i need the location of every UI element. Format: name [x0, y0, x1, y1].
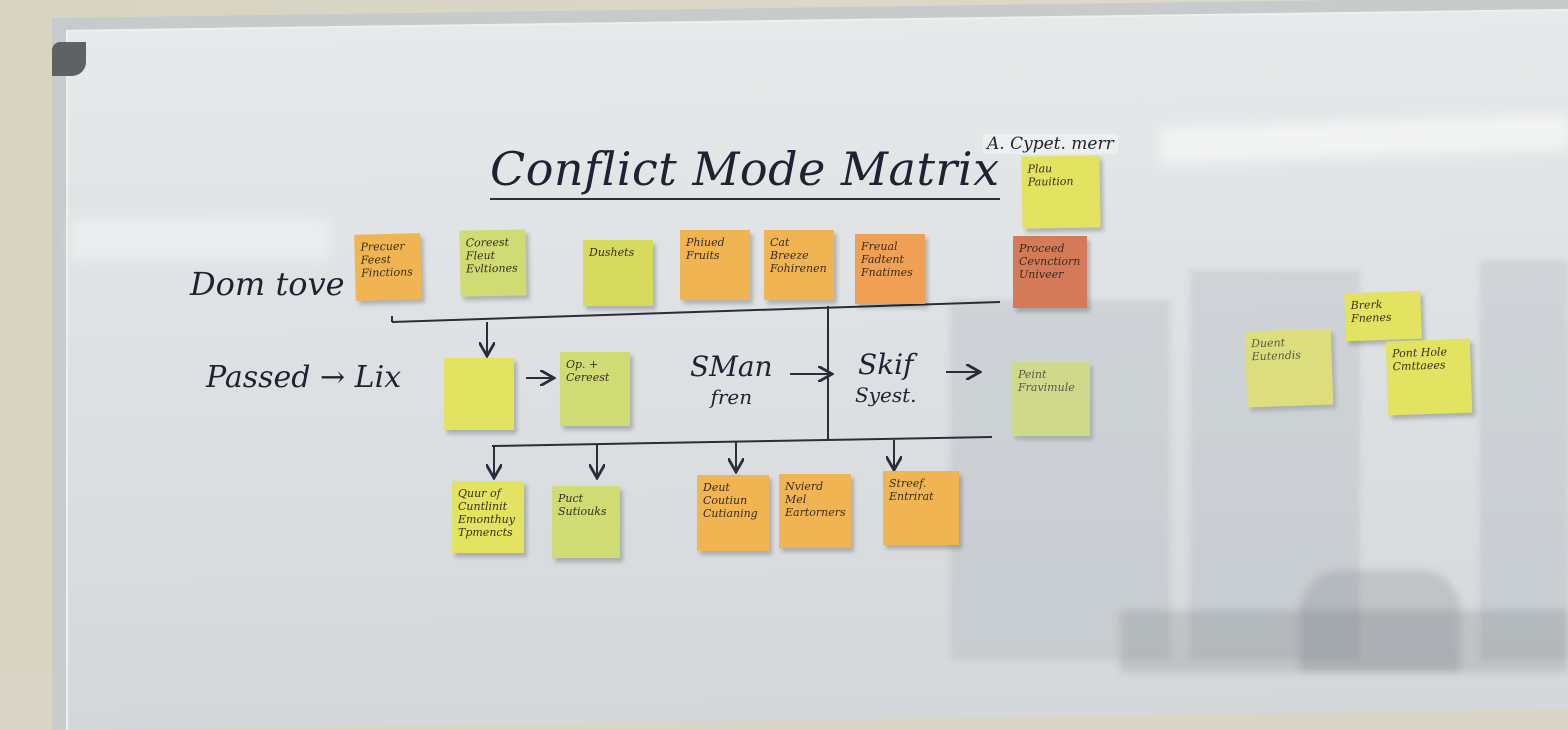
sticky-note: Coreest Fleut Evltiones: [459, 229, 527, 297]
marker-lines: [391, 301, 1001, 672]
sticky-note: Brerk Fnenes: [1344, 290, 1422, 342]
window-glare-left: [70, 220, 330, 260]
sticky-note: Freual Fadtent Fnatimes: [855, 234, 925, 304]
board-corner-bracket: [52, 42, 86, 76]
middle-text-skif: Skif Syest.: [855, 348, 917, 408]
sticky-note: Proceed Cevnctiorn Univeer: [1013, 236, 1087, 308]
row-label-middle: Passed → Lix: [206, 360, 402, 395]
sticky-note: Duent Eutendis: [1244, 328, 1334, 408]
sticky-note: Plau Pauition: [1021, 155, 1101, 229]
sticky-note: Peint Fravimule: [1012, 362, 1090, 436]
row-label-top: Dom tove -: [190, 265, 366, 303]
sticky-note: Puct Sutiouks: [552, 486, 620, 558]
sticky-note: Quur of Cuntlinit Emonthuy Tpmencts: [452, 481, 524, 553]
sticky-note: Streef. Entrirat: [883, 471, 959, 545]
bottom-horizontal-line: [491, 436, 993, 447]
sticky-note: Op. + Cereest: [560, 352, 630, 426]
middle-text-sman: SMan fren: [690, 350, 773, 410]
board-subtitle: A. Cypet. merr: [983, 134, 1118, 154]
window-reflection-pane-1: [950, 300, 1170, 660]
sticky-note: Cat Breeze Fohirenen: [764, 230, 834, 300]
sticky-note: Phiued Fruits: [680, 230, 750, 300]
sticky-note: [444, 358, 514, 430]
board-title: Conflict Mode Matrix: [490, 142, 1000, 200]
top-horizontal-line: [391, 301, 1001, 323]
desk-reflection: [1120, 610, 1568, 672]
sticky-note: Precuer Feest Finctions: [354, 233, 422, 301]
sticky-note: Dushets: [583, 240, 653, 306]
chair-reflection: [1300, 570, 1460, 672]
sticky-note: Pont Hole Cmttaees: [1385, 338, 1473, 416]
sticky-note: Nvierd Mel Eartorners: [779, 474, 851, 548]
sticky-note: Deut Coutiun Cutianing: [697, 475, 769, 551]
window-reflection-pane-3: [1480, 260, 1568, 660]
